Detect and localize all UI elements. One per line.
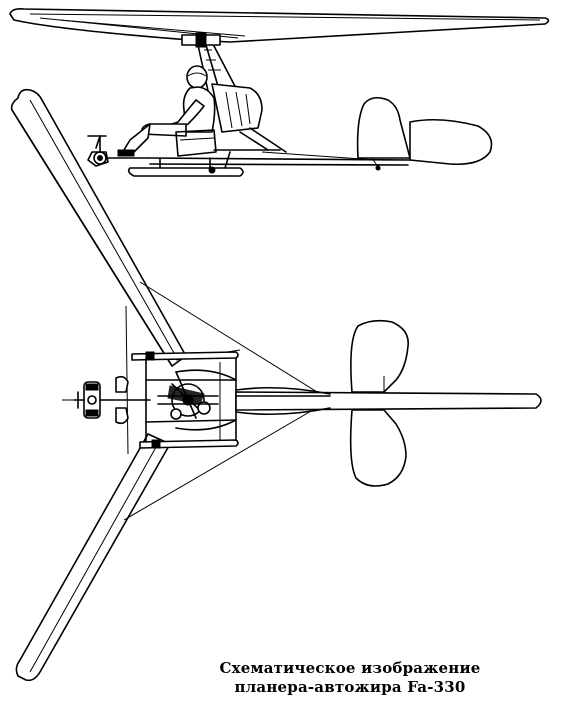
top-nose-controls [62, 375, 151, 425]
top-lower-outrigger [139, 439, 239, 449]
side-seat-pack [175, 83, 263, 157]
side-vertical-fin [356, 96, 411, 159]
top-upper-outrigger [131, 351, 239, 361]
side-rotor-blade [9, 8, 550, 43]
top-rotor-blade-upper [10, 88, 187, 367]
top-stabilizer-upper [350, 319, 409, 393]
top-rotor-blade-lower [15, 433, 171, 682]
top-view [10, 88, 542, 682]
caption-line-2: планера-автожира Fa-330 [234, 678, 466, 696]
side-rotor-hub [181, 32, 239, 101]
pilot-figure [117, 65, 216, 157]
side-frame [87, 127, 411, 177]
caption-line-1: Схематическое изображение [219, 659, 481, 677]
side-horizontal-tail [409, 118, 493, 166]
side-view [9, 8, 550, 177]
top-tail-boom [235, 386, 542, 416]
top-stabilizer-lower [349, 409, 407, 487]
top-rotor-hub [157, 371, 219, 420]
figure-caption: Схематическое изображение планера-автожи… [200, 659, 500, 697]
